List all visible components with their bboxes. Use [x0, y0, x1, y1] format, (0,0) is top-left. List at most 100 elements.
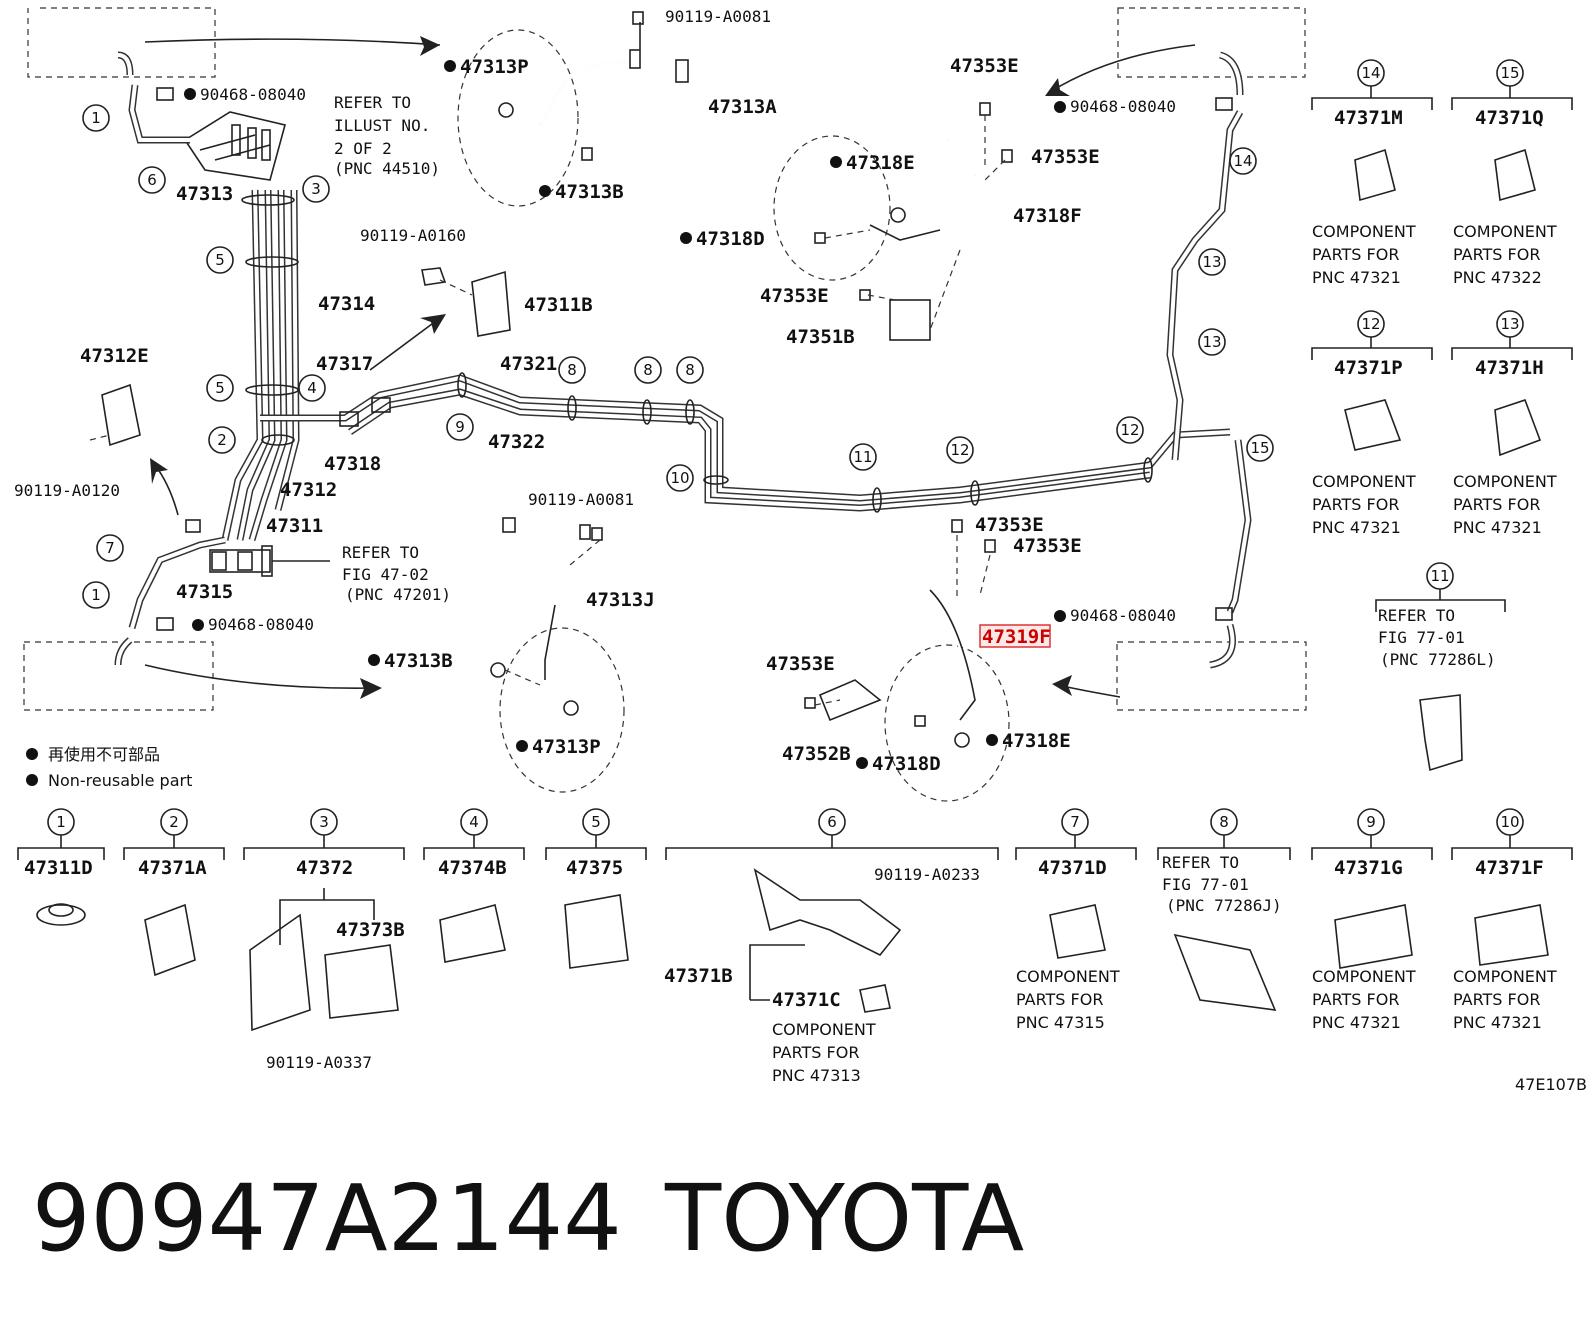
ref-box-bottom-right: [1116, 641, 1307, 711]
legend-en: Non-reusable part: [48, 771, 192, 790]
label-47317: 47317: [316, 353, 373, 375]
svg-text:PNC 47321: PNC 47321: [1312, 1013, 1401, 1032]
label-47318D-bot: 47318D: [872, 753, 941, 775]
label-47351B: 47351B: [786, 326, 855, 348]
svg-text:COMPONENT: COMPONENT: [1016, 967, 1120, 986]
callout-circle: [1246, 434, 1274, 462]
svg-text:COMPONENT: COMPONENT: [1312, 967, 1416, 986]
svg-text:9: 9: [1366, 813, 1376, 831]
label-47353E-top: 47353E: [950, 55, 1019, 77]
svg-text:PNC 47321: PNC 47321: [1312, 268, 1401, 287]
label-90468-tr: 90468-08040: [1070, 97, 1176, 116]
callout-number: 8: [685, 361, 695, 379]
label-47319F: 47319F: [982, 626, 1051, 648]
callout-circle: [206, 246, 234, 274]
arrow-up-right: [369, 314, 446, 371]
callout-circle: [1229, 147, 1257, 175]
callout-number: 12: [1120, 421, 1139, 439]
callout-circle: [1116, 416, 1144, 444]
refer-47201-line3: (PNC 47201): [345, 585, 451, 604]
label-47321: 47321: [500, 353, 557, 375]
callout-number: 8: [567, 361, 577, 379]
detail-ellipse-bottom: [499, 627, 625, 793]
arrow-top-right: [1045, 44, 1196, 96]
label-47318E-bot: 47318E: [1002, 730, 1071, 752]
label-47313P-bot: 47313P: [532, 736, 601, 758]
svg-text:8: 8: [1219, 813, 1229, 831]
svg-text:3: 3: [319, 813, 329, 831]
svg-text:PNC 47321: PNC 47321: [1453, 518, 1542, 537]
refer-44510-line1: REFER TO: [334, 93, 411, 112]
callout-circle: [298, 374, 326, 402]
ref-box-top-left: [27, 7, 216, 78]
callout-number: 5: [215, 251, 225, 269]
footer-part-number: 90947A2144: [32, 1165, 622, 1272]
ref-box-bottom-left: [23, 641, 214, 711]
refer-47201-line1: REFER TO: [342, 543, 419, 562]
master-cylinder: [209, 545, 330, 577]
svg-text:14: 14: [1361, 64, 1380, 82]
svg-text:PARTS FOR: PARTS FOR: [772, 1043, 859, 1062]
callout-number: 1: [91, 109, 101, 127]
bottom-part-3-bolt: 90119-A0337: [266, 1053, 372, 1072]
refer-44510-line4: (PNC 44510): [334, 159, 440, 178]
callout-circle: [206, 374, 234, 402]
callout-number: 5: [215, 379, 225, 397]
svg-text:COMPONENT: COMPONENT: [1312, 472, 1416, 491]
refer-47201-line2: FIG 47-02: [342, 565, 429, 584]
callout-circle: [946, 436, 974, 464]
svg-text:PNC 47321: PNC 47321: [1312, 518, 1401, 537]
label-47318: 47318: [324, 453, 381, 475]
legend-jp: 再使用不可部品: [48, 745, 160, 764]
svg-text:4: 4: [469, 813, 479, 831]
hose-47313J: [502, 517, 591, 680]
label-47311B: 47311B: [524, 294, 593, 316]
right-part-15-pnc: 47371Q: [1475, 107, 1544, 129]
bottom-part-7-pnc: 47371D: [1038, 857, 1107, 879]
label-47311: 47311: [266, 515, 323, 537]
callout-circle: [1198, 328, 1226, 356]
svg-text:12: 12: [1361, 315, 1380, 333]
label-47314: 47314: [318, 293, 375, 315]
bottom-part-3-sub: 47373B: [336, 919, 405, 941]
callout-number: 13: [1202, 333, 1221, 351]
refer-77286L-line1: REFER TO: [1378, 606, 1455, 625]
callout-circle: [446, 413, 474, 441]
svg-text:7: 7: [1070, 813, 1080, 831]
legend: 再使用不可部品 Non-reusable part: [26, 745, 192, 790]
callout-circle: [666, 464, 694, 492]
label-47313A: 47313A: [708, 96, 777, 118]
dashed-leaders: [89, 24, 1006, 706]
svg-text:PARTS FOR: PARTS FOR: [1453, 990, 1540, 1009]
svg-text:PARTS FOR: PARTS FOR: [1312, 990, 1399, 1009]
hose-47319F: [818, 554, 976, 722]
callout-number: 2: [217, 431, 227, 449]
svg-text:PARTS FOR: PARTS FOR: [1453, 245, 1540, 264]
bottom-part-1-pnc: 47311D: [24, 857, 93, 879]
refer-77286J-line2: FIG 77-01: [1162, 875, 1249, 894]
callout-number: 11: [853, 448, 872, 466]
label-47313P-top: 47313P: [460, 56, 529, 78]
footer-brand: TOYOTA: [664, 1165, 1024, 1272]
label-47322: 47322: [488, 431, 545, 453]
svg-text:13: 13: [1500, 315, 1519, 333]
callout-number: 7: [105, 539, 115, 557]
arrow-top-left: [144, 36, 441, 56]
bottom-parts: 1 47311D 2 47371A 3 47372 47373B 90119-A…: [17, 808, 1573, 1085]
label-47315: 47315: [176, 581, 233, 603]
detail-ellipse-br: [884, 644, 1010, 802]
refer-44510-line3: 2 OF 2: [334, 139, 392, 158]
svg-text:COMPONENT: COMPONENT: [772, 1020, 876, 1039]
label-90468-br: 90468-08040: [1070, 606, 1176, 625]
pipe-left-upper: [128, 84, 190, 144]
right-part-14-pnc: 47371M: [1334, 107, 1403, 129]
svg-text:11: 11: [1430, 567, 1449, 585]
label-47318E-top: 47318E: [846, 152, 915, 174]
svg-text:PARTS FOR: PARTS FOR: [1016, 990, 1103, 1009]
ref-box-top-right: [1117, 7, 1306, 78]
refer-77286L-line2: FIG 77-01: [1378, 628, 1465, 647]
label-47353E-5: 47353E: [1013, 535, 1082, 557]
bottom-part-6-sub1: 47371B: [664, 965, 733, 987]
svg-text:PNC 47315: PNC 47315: [1016, 1013, 1105, 1032]
